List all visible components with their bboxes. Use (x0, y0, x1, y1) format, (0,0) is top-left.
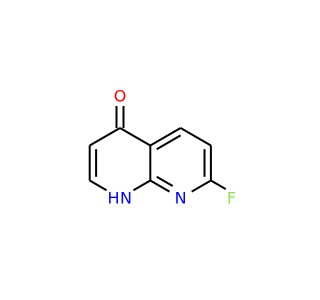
atom-label-ring-nitrogen: N (175, 189, 187, 208)
bond-n8-c8a-a (149, 179, 171, 193)
atom-label-layer: O N H N F (107, 87, 236, 208)
atom-label-nh-nitrogen: N (120, 189, 132, 208)
atom-label-fluorine: F (227, 189, 236, 208)
atom-label-oxygen: O (114, 87, 127, 106)
bond-c5-c6 (180, 127, 212, 147)
bond-c4a-c4 (119, 127, 151, 147)
bond-c2-n1 (89, 179, 108, 192)
bond-c7-f (210, 179, 227, 190)
bond-c4a-c5-a (149, 127, 182, 147)
bond-n8-c8a-b (156, 175, 174, 187)
molecule-structure-diagram: O N H N F (88, 86, 237, 208)
atom-label-nh-hydrogen: H (107, 189, 119, 208)
bond-c4a-c5-b (156, 134, 182, 151)
bond-n1-c8a (132, 179, 151, 192)
bond-c7-n8 (191, 179, 212, 193)
bond-c4-c3 (89, 127, 121, 147)
bond-layer (88, 106, 227, 193)
